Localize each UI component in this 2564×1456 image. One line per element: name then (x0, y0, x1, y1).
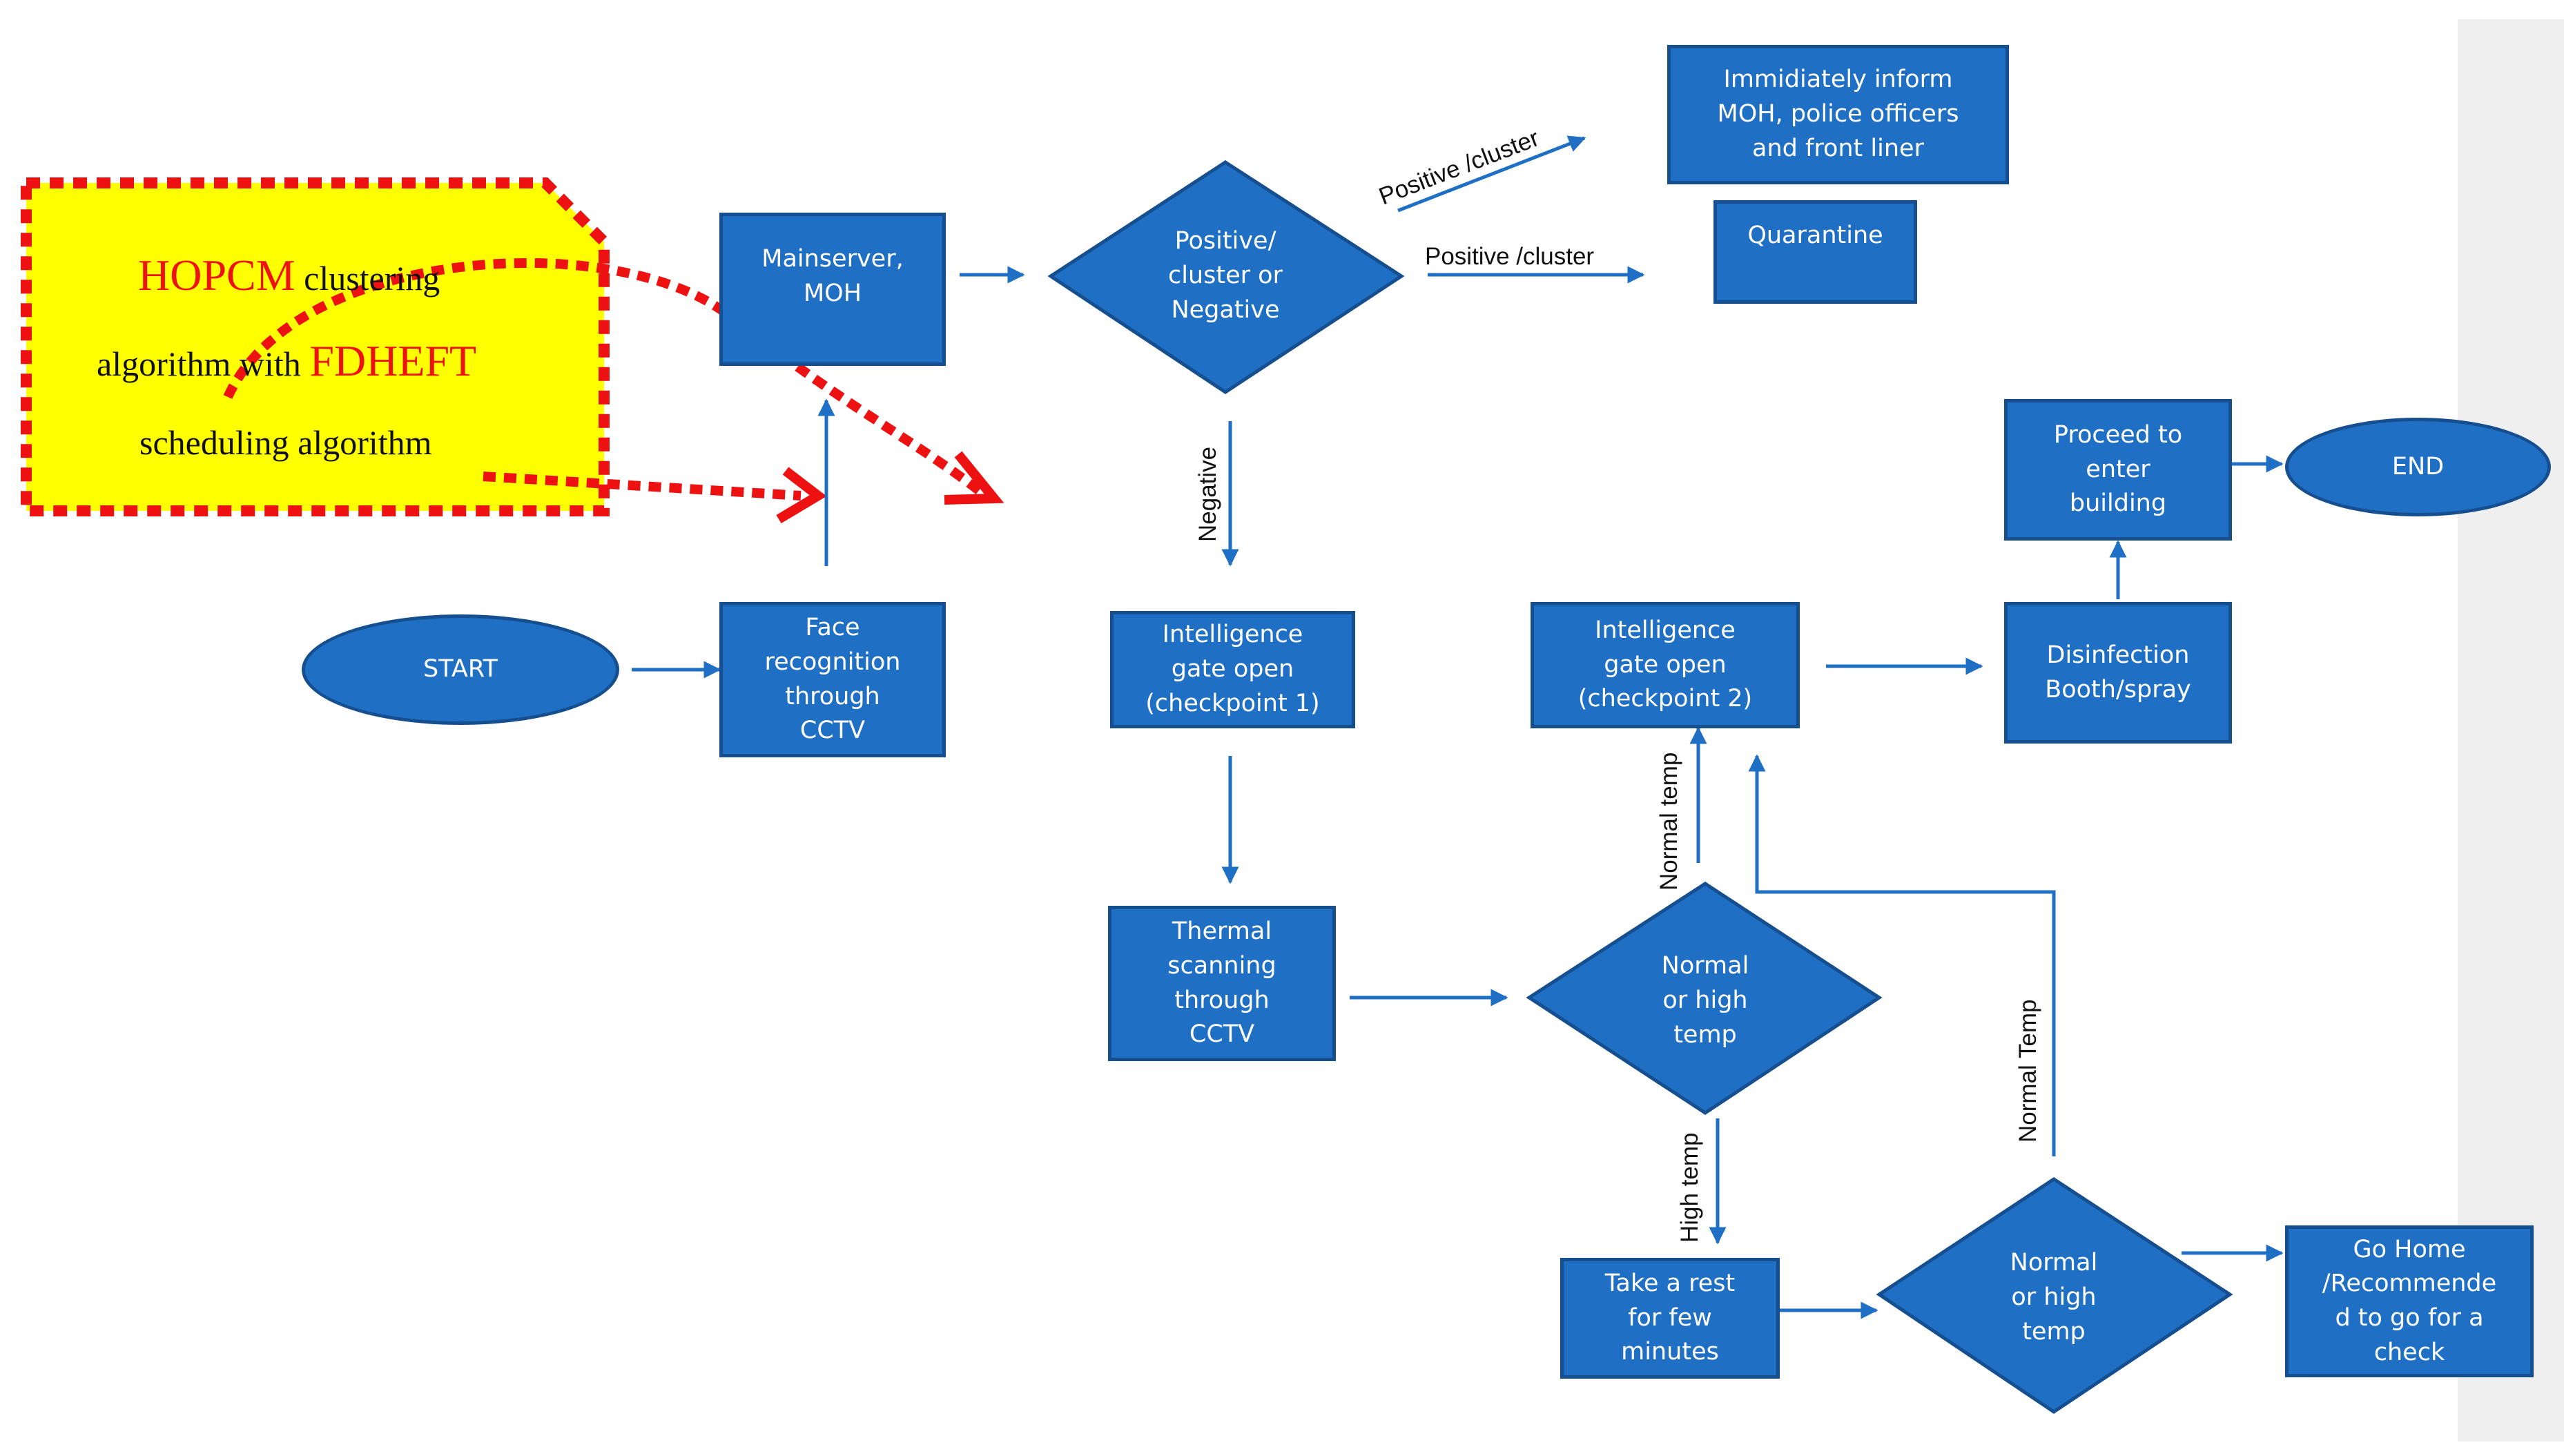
go-home-node: Go Home /Recommende d to go for a check (2285, 1225, 2534, 1377)
decision-temp1-shape (1526, 882, 1883, 1115)
callout-fdheft: FDHEFT (309, 336, 477, 385)
inform-node: Immidiately inform MOH, police officers … (1667, 45, 2009, 184)
callout-line-2-plain: algorithm with (97, 344, 310, 383)
proceed-node: Proceed to enter building (2004, 399, 2232, 541)
edge-label-normal-temp-2: Normal Temp (2014, 999, 2041, 1143)
callout-arrow-head-1 (944, 451, 1004, 505)
decision-temp1-label: Normal or high temp (1661, 952, 1749, 1049)
decision-temp2-shape (1876, 1177, 2233, 1415)
right-margin-strip (2458, 19, 2564, 1442)
edge-label-normal-temp-1: Normal temp (1655, 752, 1682, 891)
start-node: START (302, 614, 619, 725)
disinfection-node: Disinfection Booth/spray (2004, 602, 2232, 744)
callout-line-2: algorithm with FDHEFT (97, 336, 476, 387)
decision-positive-shape (1047, 160, 1405, 394)
callout-arrow-straight (483, 472, 802, 501)
edge-label-negative: Negative (1194, 446, 1221, 542)
callout-line-1-rest: clustering (295, 259, 440, 298)
arrow-temp2-to-gate2 (1748, 754, 2056, 1156)
edge-label-positive-horizontal: Positive /cluster (1425, 243, 1595, 270)
thermal-node: Thermal scanning through CCTV (1108, 906, 1336, 1061)
callout-line-1: HOPCM clustering (138, 250, 440, 301)
callout-arrow-head-2 (776, 467, 827, 524)
arrow-decision-to-inform (1397, 135, 1586, 213)
quarantine-node: Quarantine (1713, 200, 1917, 304)
rest-node: Take a rest for few minutes (1560, 1258, 1780, 1379)
decision-positive-label: Positive/ cluster or Negative (1168, 227, 1283, 324)
end-node: END (2285, 418, 2551, 516)
gate2-node: Intelligence gate open (checkpoint 2) (1531, 602, 1800, 728)
callout-line-3-text: scheduling algorithm (139, 423, 432, 462)
callout-line-3: scheduling algorithm (139, 423, 432, 463)
edge-label-high-temp: High temp (1676, 1132, 1703, 1243)
decision-temp2-label: Normal or high temp (2010, 1249, 2098, 1346)
gate1-node: Intelligence gate open (checkpoint 1) (1110, 611, 1355, 728)
face-recognition-node: Face recognition through CCTV (719, 602, 946, 757)
callout-arrow-curve (223, 258, 991, 501)
callout-hopcm: HOPCM (138, 251, 295, 300)
mainserver-node: Mainserver, MOH (719, 213, 946, 366)
